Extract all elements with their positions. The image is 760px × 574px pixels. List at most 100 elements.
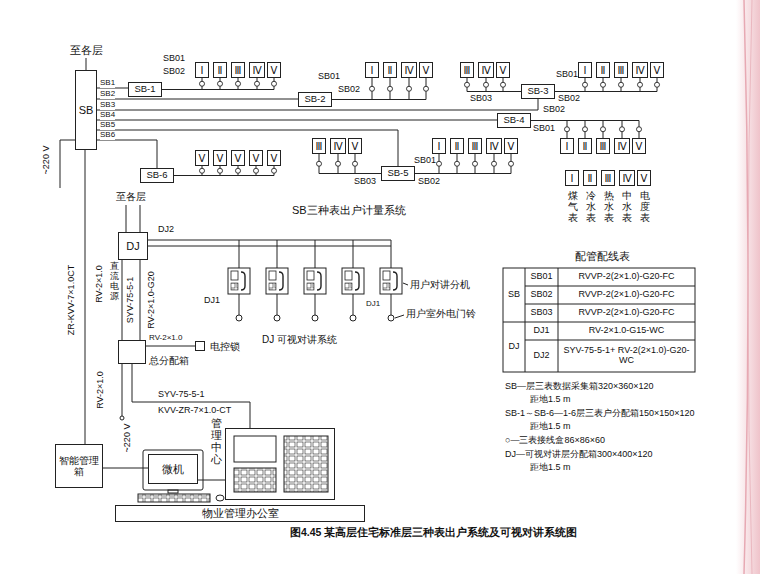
node-text: Ⅳ — [622, 173, 631, 184]
edge-label: RV-2×1.0 — [149, 334, 182, 343]
junction-box — [638, 82, 643, 87]
meter-box: Ⅰ — [560, 138, 574, 154]
wire-connector — [415, 154, 439, 174]
meter-box: Ⅳ — [330, 138, 346, 154]
node-text: Ⅴ — [235, 153, 242, 164]
table-cell: RVVP-2(2×1.0)-G20-FC — [558, 286, 695, 304]
wire-connector — [162, 78, 238, 90]
wire-connector — [415, 154, 494, 174]
leader-line — [395, 315, 404, 318]
door-bell — [236, 315, 242, 321]
wire-connector — [103, 468, 148, 469]
note-text: 距地1.5 m — [530, 395, 571, 405]
line-code: SB02 — [338, 85, 360, 95]
node-text: Ⅴ — [654, 65, 661, 76]
wire-connector — [415, 154, 511, 174]
wire-connector — [531, 121, 567, 139]
meter-box: Ⅴ — [632, 138, 646, 154]
smart-management-box: 智能管理箱 — [55, 444, 103, 488]
line-code: SB02 — [558, 94, 580, 104]
table-cell: RVVP-2(2×1.0)-G20-FC — [558, 268, 695, 286]
junction-box — [200, 81, 205, 86]
wire-connector — [555, 78, 640, 92]
edge-label: ZR-KVV-7×1.0CT — [67, 265, 77, 335]
junction-box — [473, 161, 478, 166]
figure-caption: 图4.45 某高层住宅标准层三种表出户系统及可视对讲系统图 — [290, 527, 577, 539]
wire-connector — [162, 78, 202, 90]
node-text: SB-1 — [134, 84, 155, 94]
meter-box: Ⅱ — [383, 62, 397, 78]
cable-spec: RV-2×1.0-G20 — [147, 271, 157, 329]
node-text: Ⅴ — [500, 65, 507, 76]
meter-box: Ⅲ — [460, 62, 474, 78]
line-code: SB01 — [163, 54, 185, 64]
node-text: Ⅳ — [617, 141, 626, 152]
meter-box: Ⅴ — [496, 62, 510, 78]
distribution-box: SB-3 — [521, 84, 555, 99]
wire-connector — [467, 78, 521, 92]
note-text: SB—层三表数据采集箱320×360×120 — [505, 382, 654, 392]
management-console: 管理中心 — [225, 428, 335, 500]
meter-box: Ⅳ — [478, 62, 494, 78]
node-caption: 总分配箱 — [149, 355, 189, 366]
monitor-frame — [143, 450, 203, 490]
legend-meter: Ⅳ中水表 — [619, 170, 635, 186]
junction-box — [407, 86, 412, 91]
edge-label: SB5 — [100, 121, 115, 130]
wire-connector — [531, 121, 603, 139]
edge-label: SB6 — [100, 131, 115, 140]
wire-connector — [174, 166, 202, 176]
node-text: Ⅲ — [618, 65, 625, 76]
computer-screen: 微机 — [148, 454, 198, 484]
node-text: Ⅳ — [481, 65, 490, 76]
cable-spec: RV-2×1.0 — [96, 371, 106, 409]
node-text: Ⅴ — [217, 153, 224, 164]
node-caption: 冷水表 — [586, 190, 596, 223]
table-cell: DJ — [503, 322, 525, 372]
wire-connector — [97, 99, 298, 100]
subsystem-title: DJ 可视对讲系统 — [262, 334, 337, 345]
table-title: 配管配线表 — [575, 251, 630, 263]
table-cell: SB01 — [525, 268, 558, 286]
distribution-box: SB-5 — [381, 166, 415, 181]
node-text: Ⅱ — [588, 173, 593, 184]
riser-wire — [140, 205, 141, 232]
node-text: SB — [79, 104, 94, 116]
table-cell: SYV-75-5-1+ RV-2(2×1.0)-G20-WC — [558, 340, 695, 372]
meter-box: Ⅳ — [486, 138, 502, 154]
cable-spec: RV-2×1.0 — [95, 265, 105, 303]
node-text: Ⅴ — [508, 141, 515, 152]
note-text: SB-1～SB-6—1-6层三表户分配箱150×150×120 — [505, 409, 695, 419]
power-label: ~220 V — [123, 424, 133, 453]
junction-box — [620, 127, 625, 132]
junction-box — [492, 161, 497, 166]
node-caption: 电度表 — [640, 190, 650, 223]
line-code: SB03 — [470, 94, 492, 104]
meter-box: Ⅳ — [632, 62, 648, 78]
junction-box — [509, 161, 514, 166]
meter-box: Ⅲ — [468, 138, 482, 154]
table-cell: RV-2×1.0-G15-WC — [558, 322, 695, 340]
wire-connector — [531, 121, 622, 139]
riser-label: 至各层 — [70, 44, 103, 56]
legend-meter: Ⅰ煤气表 — [565, 170, 579, 186]
wire-connector — [198, 480, 225, 481]
wire-connector — [486, 78, 521, 92]
meter-box: Ⅰ — [365, 62, 379, 78]
node-text: Ⅰ — [438, 141, 441, 152]
junction-box — [254, 168, 259, 173]
note-text: 距地1.5 m — [530, 422, 571, 432]
wire-connector — [97, 120, 497, 121]
junction-box — [272, 81, 277, 86]
distribution-box: SB-4 — [497, 113, 531, 128]
line-code: SB02 — [163, 67, 185, 77]
cable-spec: SYV-75-5-1 — [126, 277, 136, 324]
node-text: Ⅳ — [404, 65, 413, 76]
junction-box — [619, 82, 624, 87]
meter-box: Ⅳ — [401, 62, 417, 78]
meter-box: Ⅴ — [504, 138, 518, 154]
node-caption: 电控锁 — [210, 341, 240, 352]
junction-box — [236, 81, 241, 86]
meter-box: Ⅴ — [213, 150, 227, 166]
power-wire — [122, 364, 123, 416]
